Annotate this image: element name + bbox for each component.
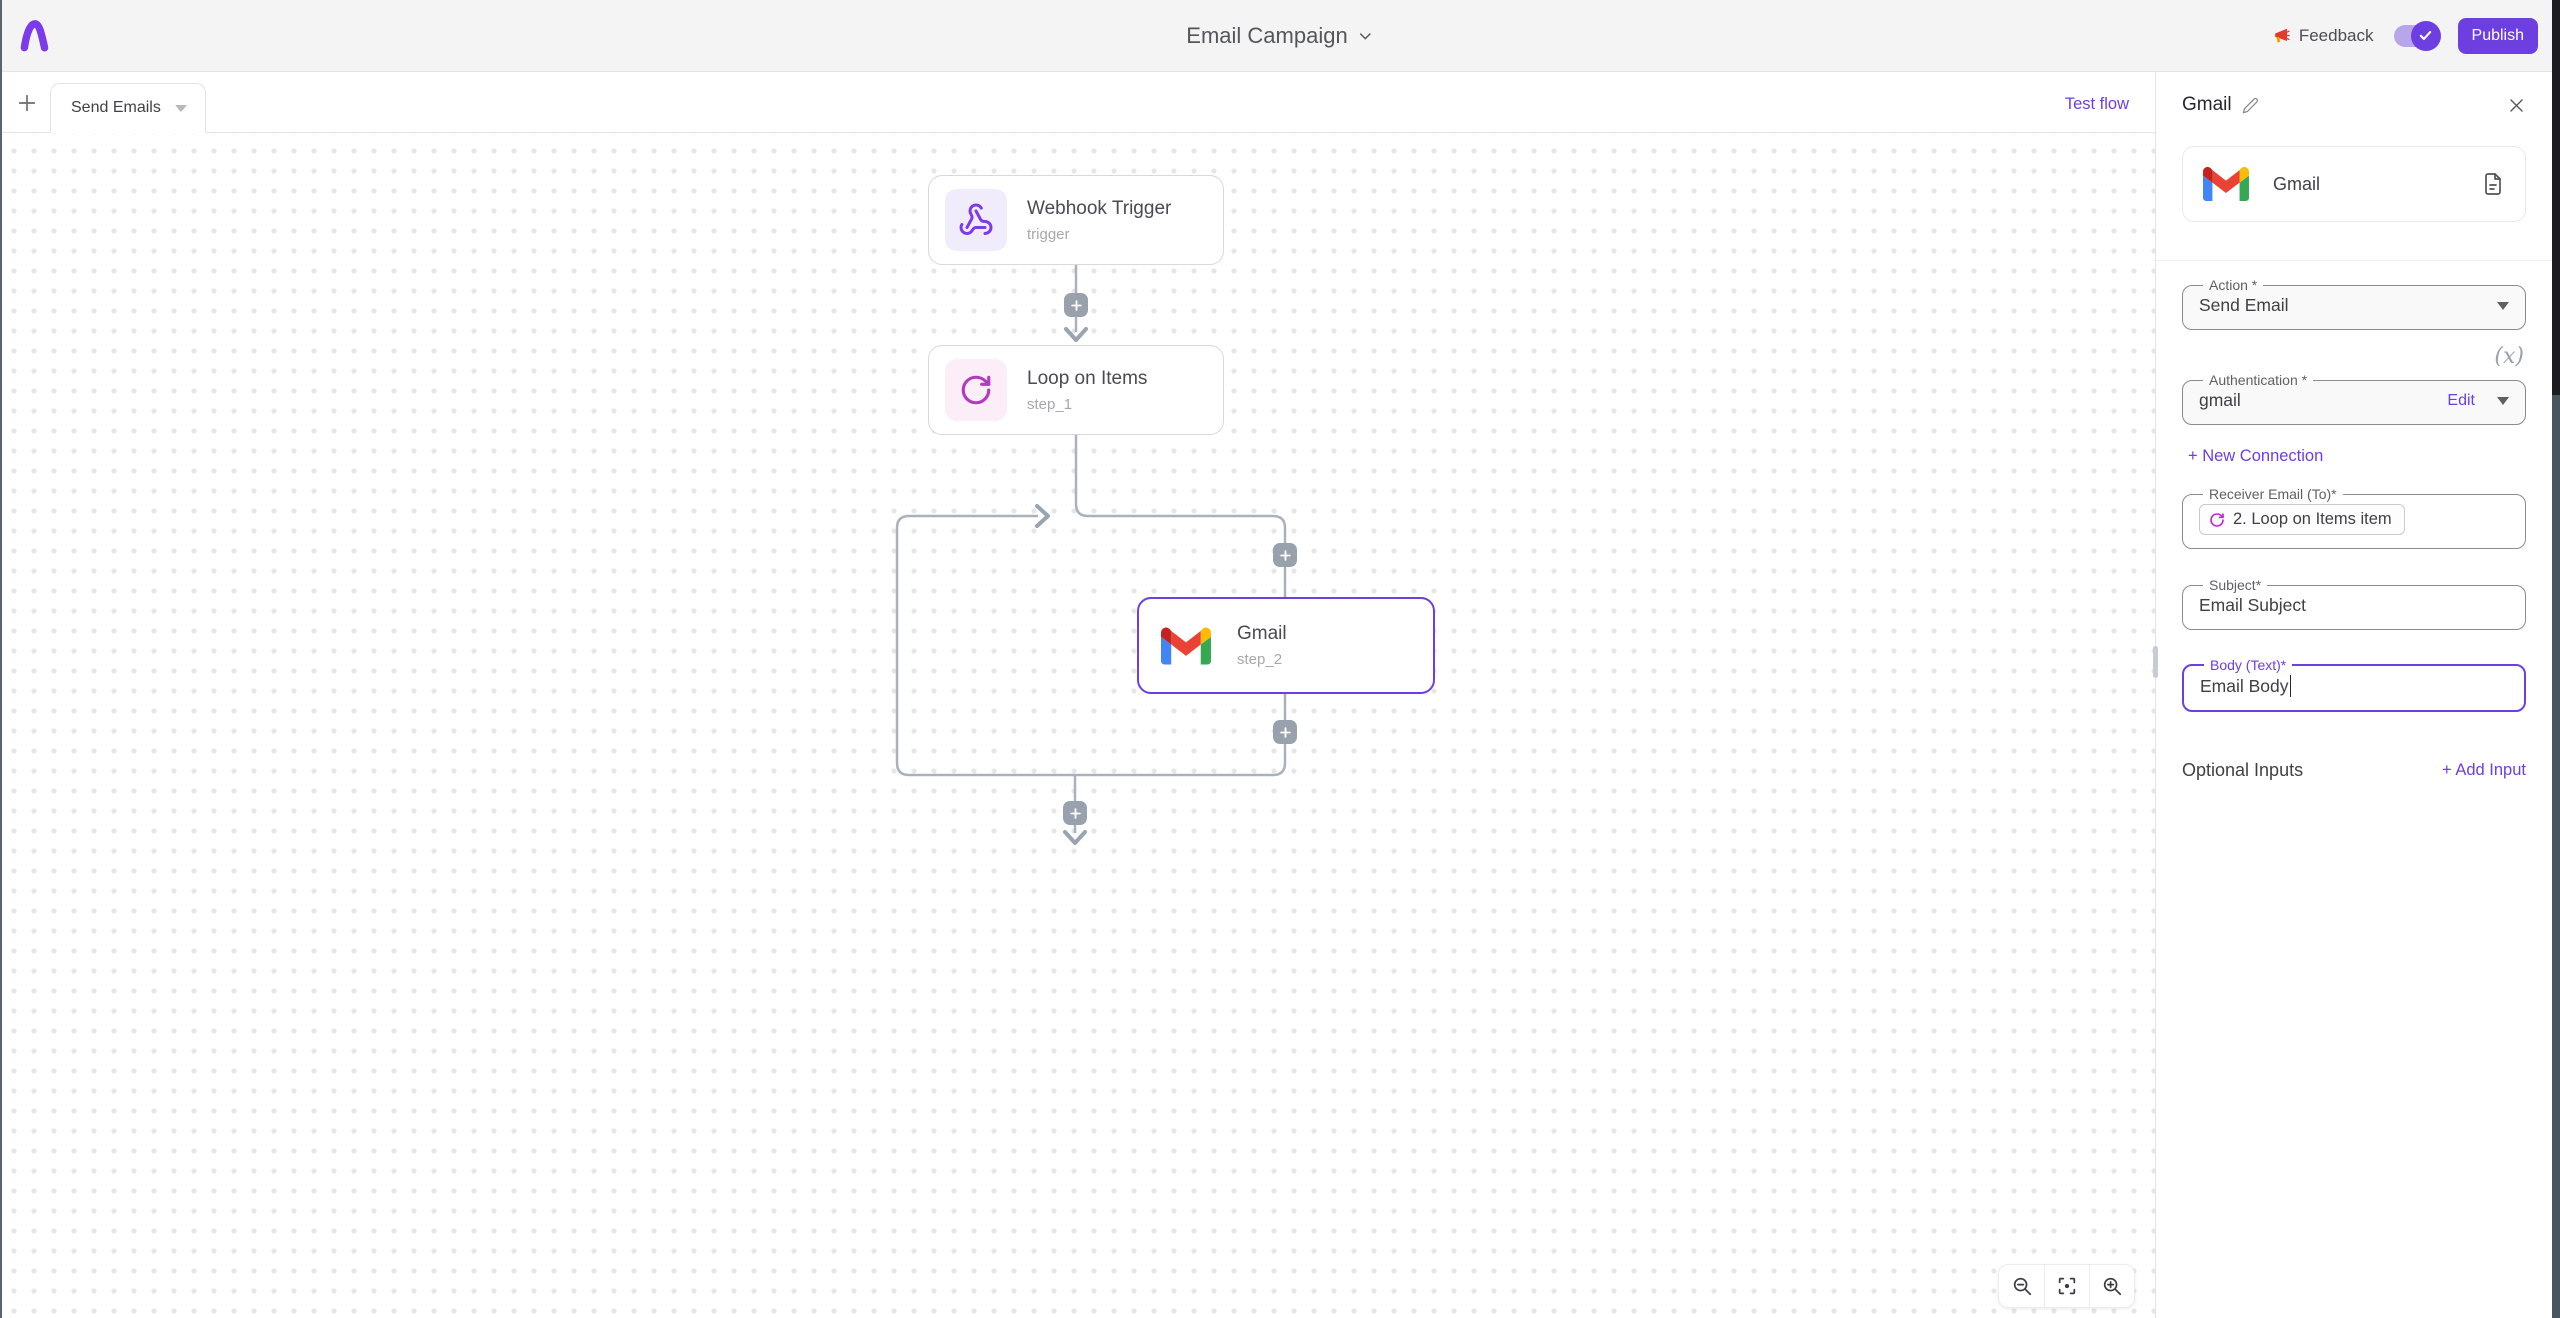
action-label: Action * <box>2209 277 2258 293</box>
subject-field[interactable]: Subject* Email Subject <box>2182 577 2526 630</box>
zoom-out-icon <box>2013 1277 2031 1296</box>
plus-icon <box>1069 807 1081 819</box>
flow-title-menu[interactable]: Email Campaign <box>1186 23 1373 49</box>
dynamic-value-toggle[interactable]: (x) <box>2494 344 2524 369</box>
test-flow-button[interactable]: Test flow <box>2064 95 2129 113</box>
top-header: Email Campaign Feedback Publish <box>0 0 2560 72</box>
gmail-icon <box>1155 615 1217 677</box>
window-left-edge <box>0 0 2 1318</box>
arrowhead-right-icon <box>1035 504 1050 528</box>
close-icon <box>2510 98 2523 112</box>
arrowhead-down-icon <box>1064 327 1088 342</box>
feedback-label: Feedback <box>2298 25 2374 45</box>
add-input-button[interactable]: + Add Input <box>2442 761 2526 779</box>
zoom-in-button[interactable] <box>2089 1265 2134 1307</box>
receiver-email-label: Receiver Email (To)* <box>2209 486 2337 502</box>
body-text-value: Email Body <box>2200 675 2289 696</box>
node-subtitle: step_2 <box>1237 651 1283 668</box>
scrollbar-track <box>2552 0 2560 395</box>
header-actions: Feedback Publish <box>2272 17 2538 54</box>
loop-item-token-chip[interactable]: 2. Loop on Items item <box>2199 504 2405 535</box>
node-webhook-trigger[interactable]: Webhook Trigger trigger <box>928 175 1224 265</box>
subject-label: Subject* <box>2209 577 2262 593</box>
tab-dropdown-icon <box>174 104 187 112</box>
toggle-thumb-check-icon <box>2410 20 2441 51</box>
new-connection-button[interactable]: + New Connection <box>2188 447 2324 465</box>
authentication-value: gmail <box>2199 390 2241 410</box>
step-settings-panel: Gmail <box>2153 72 2552 1318</box>
piece-name: Gmail <box>2273 173 2321 194</box>
optional-inputs-label: Optional Inputs <box>2182 760 2304 780</box>
node-gmail[interactable]: Gmail step_2 <box>1137 597 1435 694</box>
add-step-button[interactable] <box>1063 801 1087 825</box>
step-name: Gmail <box>2182 94 2232 115</box>
receiver-email-field[interactable]: Receiver Email (To)* 2. Loop on Items it… <box>2182 486 2526 549</box>
activepieces-logo-icon[interactable] <box>18 19 52 53</box>
flow-title: Email Campaign <box>1186 22 1348 48</box>
add-step-button[interactable] <box>1064 293 1088 317</box>
flow-tabbar: Send Emails Test flow <box>0 72 2155 133</box>
panel-header: Gmail <box>2182 94 2526 116</box>
pencil-icon <box>2242 97 2258 113</box>
close-panel-button[interactable] <box>2507 96 2526 115</box>
chevron-down-icon <box>2497 301 2509 310</box>
plus-icon <box>1279 726 1291 738</box>
loop-icon <box>945 359 1007 421</box>
zoom-in-icon <box>2103 1277 2122 1296</box>
tab-label: Send Emails <box>71 99 161 116</box>
add-step-button[interactable] <box>1273 543 1297 567</box>
feedback-button[interactable]: Feedback <box>2272 26 2374 46</box>
fit-view-button[interactable] <box>2044 1265 2089 1307</box>
body-text-label: Body (Text)* <box>2210 657 2287 673</box>
plus-icon <box>1279 549 1291 561</box>
publish-button[interactable]: Publish <box>2457 17 2538 54</box>
authentication-label: Authentication * <box>2209 372 2308 388</box>
megaphone-icon <box>2275 28 2290 43</box>
document-icon <box>2485 173 2501 195</box>
piece-docs-button[interactable] <box>2481 172 2505 196</box>
action-select[interactable]: Action * Send Email <box>2182 277 2526 330</box>
subject-value: Email Subject <box>2199 595 2306 615</box>
loop-icon <box>2210 512 2224 527</box>
add-flow-button[interactable] <box>12 88 42 118</box>
arrowhead-exit-icon <box>1063 830 1087 845</box>
optional-inputs-section: Optional Inputs + Add Input <box>2182 760 2526 781</box>
flow-enabled-toggle[interactable] <box>2393 20 2441 51</box>
node-title: Loop on Items <box>1027 367 1148 389</box>
chevron-down-icon <box>1360 32 1372 39</box>
fit-view-icon <box>2058 1277 2076 1295</box>
webhook-icon <box>945 189 1007 251</box>
token-chip-label: 2. Loop on Items item <box>2233 510 2392 528</box>
canvas-zoom-controls <box>1998 1264 2135 1308</box>
edge-loop-to-gmail <box>1074 435 1287 597</box>
piece-info-card: Gmail <box>2182 146 2526 222</box>
gmail-icon <box>2203 167 2249 201</box>
plus-icon <box>1070 299 1082 311</box>
body-text-field[interactable]: Body (Text)* Email Body <box>2182 657 2526 712</box>
workflow-graph[interactable]: Webhook Trigger trigger Loop on Items st… <box>0 133 2155 1318</box>
flow-canvas: Send Emails Test flow <box>0 72 2155 1318</box>
panel-scrollbar[interactable] <box>2552 0 2560 1318</box>
node-title: Webhook Trigger <box>1027 197 1172 219</box>
node-title: Gmail <box>1237 623 1287 644</box>
node-subtitle: trigger <box>1027 225 1070 243</box>
panel-resize-handle[interactable] <box>2153 646 2158 678</box>
panel-divider <box>2156 260 2552 261</box>
node-subtitle: step_1 <box>1027 395 1073 413</box>
plus-icon <box>18 94 36 112</box>
text-cursor <box>2289 675 2292 697</box>
action-value: Send Email <box>2199 295 2289 315</box>
add-step-button[interactable] <box>1273 720 1297 744</box>
node-loop-on-items[interactable]: Loop on Items step_1 <box>928 345 1224 435</box>
zoom-out-button[interactable] <box>1999 1265 2044 1307</box>
chevron-down-icon <box>2497 396 2509 405</box>
tab-send-emails[interactable]: Send Emails <box>50 83 206 133</box>
authentication-select[interactable]: Authentication * gmail Edit <box>2182 372 2526 425</box>
edit-connection-button[interactable]: Edit <box>2447 391 2475 409</box>
rename-step-button[interactable] <box>2242 97 2259 114</box>
